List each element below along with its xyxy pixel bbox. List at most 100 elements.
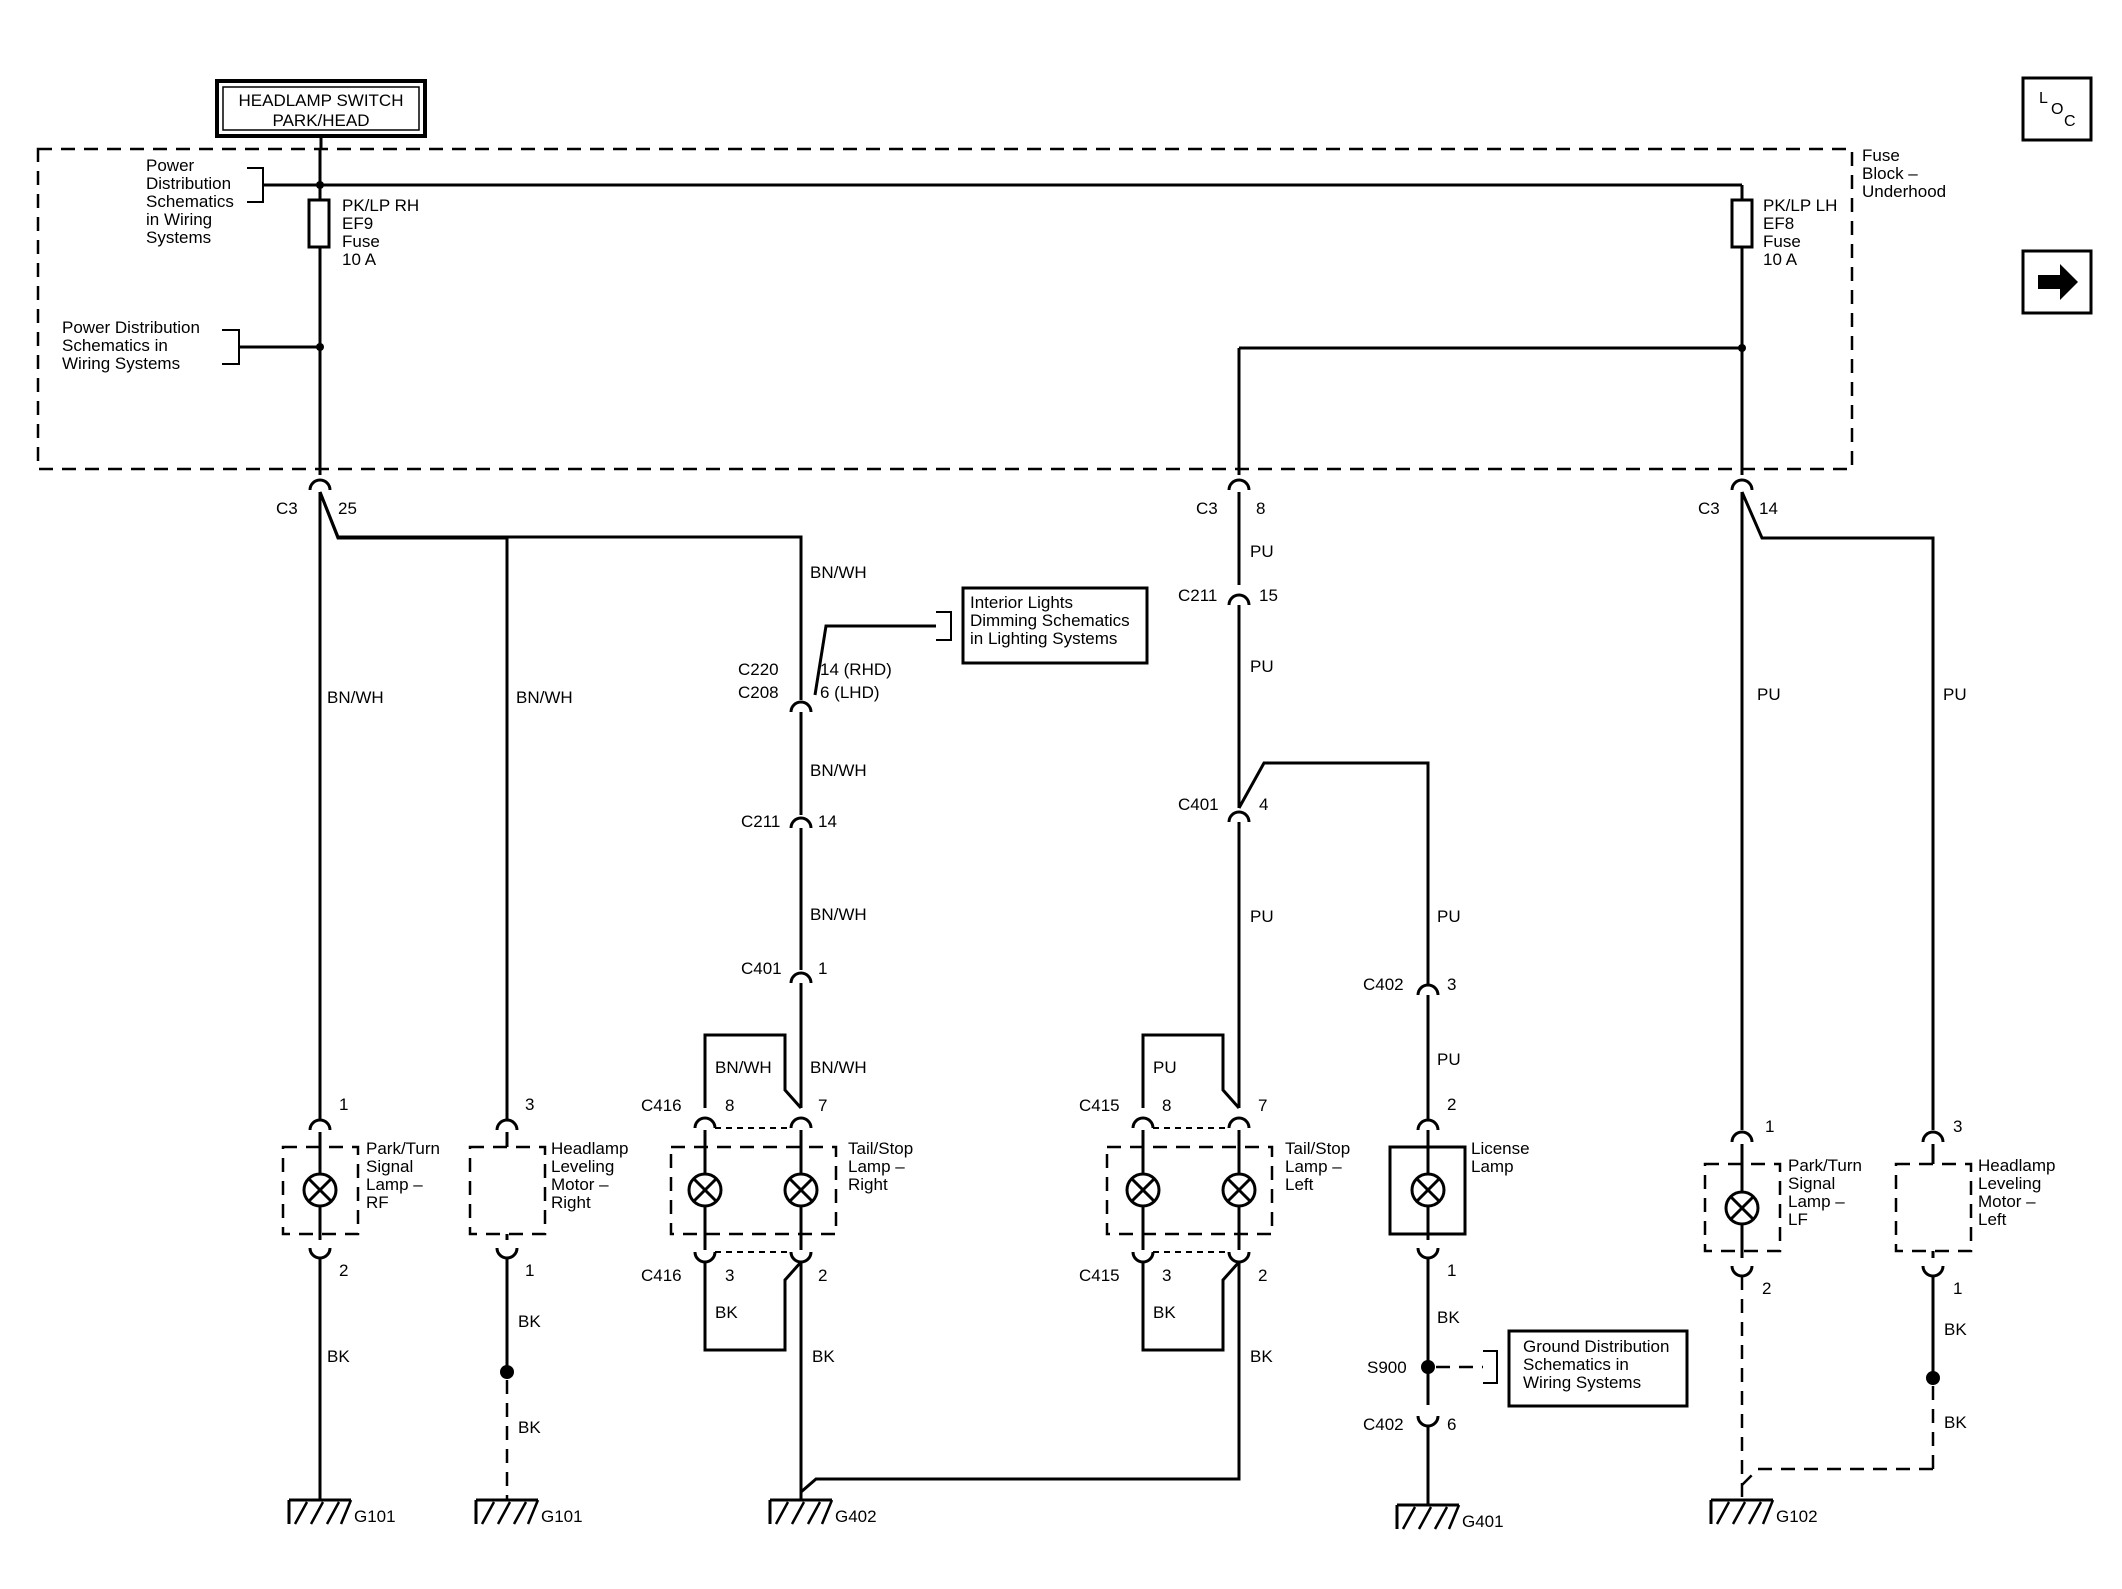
svg-text:C3: C3 [1698,499,1720,518]
connector-c220-c208: C220 C208 14 (RHD) 6 (LHD) [738,660,892,713]
label-tail-right: Tail/Stop [848,1139,913,1158]
svg-text:1: 1 [1765,1117,1774,1136]
svg-text:7: 7 [1258,1096,1267,1115]
svg-text:Right: Right [848,1175,888,1194]
fuse-block-label-2: Block – [1862,164,1918,183]
svg-text:Ground Distribution: Ground Distribution [1523,1337,1669,1356]
svg-text:Fuse: Fuse [1763,232,1801,251]
svg-text:8: 8 [725,1096,734,1115]
label-park-lf: Park/Turn [1788,1156,1862,1175]
svg-text:BK: BK [715,1303,738,1322]
svg-text:BK: BK [518,1418,541,1437]
svg-text:Motor –: Motor – [551,1175,609,1194]
svg-text:2: 2 [339,1261,348,1280]
svg-text:1: 1 [818,959,827,978]
svg-text:15: 15 [1259,586,1278,605]
svg-text:EF9: EF9 [342,214,373,233]
ground-g102 [1709,1498,1775,1526]
svg-text:PU: PU [1250,907,1274,926]
svg-text:C211: C211 [741,812,780,831]
svg-text:C401: C401 [741,959,782,978]
svg-text:Interior Lights: Interior Lights [970,593,1073,612]
power-distribution-ref-mid[interactable]: Power Distribution Schematics in Wiring … [62,318,240,373]
splice-lev-right [500,1365,514,1379]
wire-lev-right [318,491,509,1120]
interior-lights-dimming-ref[interactable]: Interior Lights Dimming Schematics in Li… [961,586,1149,665]
ground-distribution-ref[interactable]: Ground Distribution Schematics in Wiring… [1507,1329,1689,1408]
svg-text:BN/WH: BN/WH [715,1058,772,1077]
svg-text:Schematics in: Schematics in [1523,1355,1629,1374]
svg-text:Schematics: Schematics [146,192,234,211]
label-license: License [1471,1139,1530,1158]
tail-stop-lamp-right [669,1130,838,1250]
svg-text:10 A: 10 A [1763,250,1798,269]
svg-text:BK: BK [518,1312,541,1331]
svg-text:C3: C3 [1196,499,1218,518]
connector-c416-upper: C416 8 7 [641,1096,827,1129]
svg-text:6: 6 [1447,1415,1456,1434]
svg-text:BK: BK [812,1347,835,1366]
svg-text:BK: BK [1944,1320,1967,1339]
svg-text:Systems: Systems [146,228,211,247]
svg-text:BK: BK [1944,1413,1967,1432]
switch-title-line2: PARK/HEAD [273,111,370,130]
svg-text:O: O [2051,101,2063,118]
svg-text:C3: C3 [276,499,298,518]
svg-text:BK: BK [327,1347,350,1366]
svg-text:G101: G101 [354,1507,396,1526]
loc-icon[interactable]: L O C [2021,76,2093,142]
splice-s900 [1421,1360,1435,1374]
svg-text:1: 1 [1447,1261,1456,1280]
svg-text:8: 8 [1256,499,1265,518]
arrow-right-icon[interactable] [2021,249,2093,315]
fuse-ef8 [1730,198,1754,249]
svg-text:RF: RF [366,1193,389,1212]
svg-text:C402: C402 [1363,1415,1404,1434]
svg-text:C416: C416 [641,1266,682,1285]
svg-text:S900: S900 [1367,1358,1407,1377]
svg-text:C211: C211 [1178,586,1217,605]
fuse-ef8-label: PK/LP LH [1763,196,1837,215]
svg-text:L: L [2039,90,2048,107]
svg-text:10 A: 10 A [342,250,377,269]
svg-text:BN/WH: BN/WH [810,905,867,924]
svg-text:Motor –: Motor – [1978,1192,2036,1211]
svg-text:C416: C416 [641,1096,682,1115]
tail-stop-lamp-left [1105,1130,1274,1250]
svg-text:G101: G101 [541,1507,583,1526]
park-turn-lamp-rf [281,1140,360,1240]
svg-text:BK: BK [1250,1347,1273,1366]
svg-text:C415: C415 [1079,1096,1120,1115]
svg-text:3: 3 [725,1266,734,1285]
svg-text:Wiring Systems: Wiring Systems [62,354,180,373]
ground-g101-a [287,1498,353,1526]
svg-text:G401: G401 [1462,1512,1504,1531]
svg-text:14: 14 [818,812,837,831]
svg-text:Distribution: Distribution [146,174,231,193]
splice-lev-left [1926,1371,1940,1385]
ground-g101-b [474,1498,540,1526]
svg-text:1: 1 [1953,1279,1962,1298]
fuse-block-label-1: Fuse [1862,146,1900,165]
ground-g401 [1395,1503,1461,1531]
power-distribution-ref-top[interactable]: Power Distribution Schematics in Wiring … [146,156,264,247]
svg-text:6 (LHD): 6 (LHD) [820,683,880,702]
connector-c3-8: C3 8 [1196,468,1265,518]
label-lev-right: Headlamp [551,1139,629,1158]
svg-text:C415: C415 [1079,1266,1120,1285]
svg-text:Lamp –: Lamp – [366,1175,423,1194]
svg-text:Signal: Signal [1788,1174,1835,1193]
fuse-block-label-3: Underhood [1862,182,1946,201]
ground-g402 [768,1498,834,1526]
svg-text:Lamp –: Lamp – [1285,1157,1342,1176]
svg-text:PU: PU [1153,1058,1177,1077]
svg-text:C401: C401 [1178,795,1219,814]
label-tail-left: Tail/Stop [1285,1139,1350,1158]
fuse-block-underhood [36,147,1854,471]
svg-text:BK: BK [1437,1308,1460,1327]
connector-c401-1: C401 1 [741,959,827,984]
connector-c3-14: C3 14 [1698,468,1778,518]
svg-text:Right: Right [551,1193,591,1212]
park-turn-lamp-lf [1703,1144,1782,1258]
